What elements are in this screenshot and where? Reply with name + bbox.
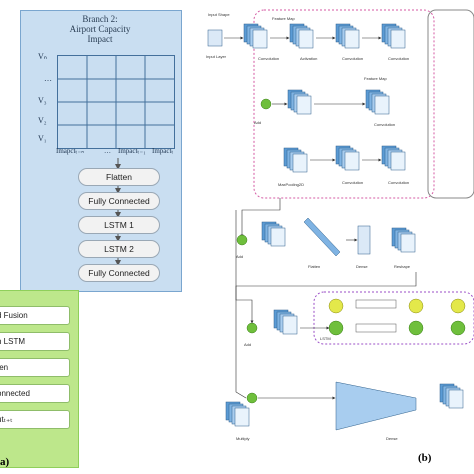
- convolution-label-2: Convolution: [342, 56, 363, 61]
- right-block-boundary: [427, 9, 474, 199]
- lstm-cell-3: [450, 320, 466, 336]
- add-node-4: [246, 392, 258, 404]
- convolution-label-3: Convolution: [388, 56, 409, 61]
- maxpooling-label: MaxPooling2D: [278, 182, 304, 187]
- feature-map-label-2: Feature Map: [364, 76, 387, 81]
- add-label-1: Add: [254, 120, 261, 125]
- lstm-gate-2: [408, 298, 424, 314]
- cnn-lstm-flowchart: Input Shape Input Layer Feature Map Conv…: [206, 9, 474, 441]
- add-label-2: Add: [236, 254, 243, 259]
- conv-stack-2: [335, 23, 360, 49]
- output-stack: [439, 383, 464, 409]
- layer-lstm-2: LSTM 2: [78, 240, 160, 258]
- conv-stack-5: [335, 145, 360, 171]
- col-label-impact-t-1: Impactₜ₋₁: [118, 147, 146, 155]
- convolution-label-5: Convolution: [342, 180, 363, 185]
- activation-stack: [289, 23, 314, 49]
- row-label-v1: V₁: [38, 134, 47, 143]
- conv-stack-4: [365, 89, 390, 115]
- convolution-label-1: Convolution: [258, 56, 279, 61]
- conv-stack-3: [381, 23, 406, 49]
- fusion-item-4: onnected: [0, 384, 70, 403]
- add-stack-2: [261, 221, 286, 247]
- lstm-region: [313, 291, 474, 345]
- multiply-stack: [225, 401, 250, 427]
- layer-flatten: Flatten: [78, 168, 160, 186]
- row-label-v3: V₃: [38, 96, 47, 105]
- add-stack-1: [287, 89, 312, 115]
- lstm-connector-top: [355, 299, 397, 309]
- convolution-label-6: Convolution: [388, 180, 409, 185]
- lstm-gate-3: [450, 298, 466, 314]
- fusion-item-3: ten: [0, 358, 70, 377]
- conv-stack-1: [243, 23, 268, 49]
- matrix-grid-lines: [58, 56, 174, 148]
- lstm-gate-1: [328, 298, 344, 314]
- flatten-label: Flatten: [308, 264, 320, 269]
- conv-stack-6: [381, 145, 406, 171]
- col-label-impact-t-n: Imapctₜ₋ₙ: [56, 147, 84, 155]
- branch-title-line-3: Impact: [87, 34, 113, 44]
- input-layer-box: [207, 29, 223, 47]
- panel-label-a: a): [0, 456, 10, 468]
- panel-label-b: (b): [418, 452, 432, 464]
- branch-title-line-2: Airport Capacity: [69, 24, 131, 34]
- dense-label-2: Dense: [386, 436, 398, 441]
- reshape-stack: [391, 227, 416, 253]
- activation-label: Activation: [300, 56, 317, 61]
- col-label-impact-t: Impactₜ: [152, 147, 174, 155]
- dense-box: [357, 225, 371, 255]
- maxpool-stack: [283, 147, 308, 173]
- layer-lstm-1: LSTM 1: [78, 216, 160, 234]
- dense-funnel: [335, 381, 417, 431]
- layer-fully-connected-2: Fully Connected: [78, 264, 160, 282]
- lstm-cell-2: [408, 320, 424, 336]
- branch-title-line-1: Branch 2:: [82, 14, 118, 24]
- dense-label: Dense: [356, 264, 368, 269]
- input-layer-label: Input Layer: [206, 54, 227, 59]
- input-shape-label: Input Shape: [208, 12, 230, 17]
- convolution-label-4: Convolution: [374, 122, 395, 127]
- add-node-1: [260, 98, 272, 110]
- fusion-item-2: n LSTM: [0, 332, 70, 351]
- lstm-cell-1: [328, 320, 344, 336]
- row-dots: …: [44, 74, 52, 83]
- fusion-item-5: utₜ₊ₜ: [0, 410, 70, 429]
- reshape-label: Reshape: [394, 264, 411, 269]
- lstm-label: LSTM: [320, 336, 331, 341]
- add-label-3: Add: [244, 342, 251, 347]
- col-label-dots: …: [104, 147, 111, 155]
- residual-block-boundary: [253, 9, 435, 199]
- impact-matrix-grid: [57, 55, 175, 149]
- row-label-v2: V₂: [38, 116, 47, 125]
- lstm-connector-bottom: [355, 323, 397, 333]
- multiply-label: Multiply: [236, 436, 250, 441]
- lstm-input-stack: [273, 309, 298, 335]
- flatten-bar: [303, 217, 341, 257]
- layer-fully-connected-1: Fully Connected: [78, 192, 160, 210]
- branch-title: Branch 2: Airport Capacity Impact: [20, 14, 180, 44]
- feature-map-label-1: Feature Map: [272, 16, 295, 21]
- add-node-3: [246, 322, 258, 334]
- fusion-item-1: d Fusion: [0, 306, 70, 325]
- row-label-vn: Vₙ: [38, 52, 47, 61]
- add-node-2: [236, 234, 248, 246]
